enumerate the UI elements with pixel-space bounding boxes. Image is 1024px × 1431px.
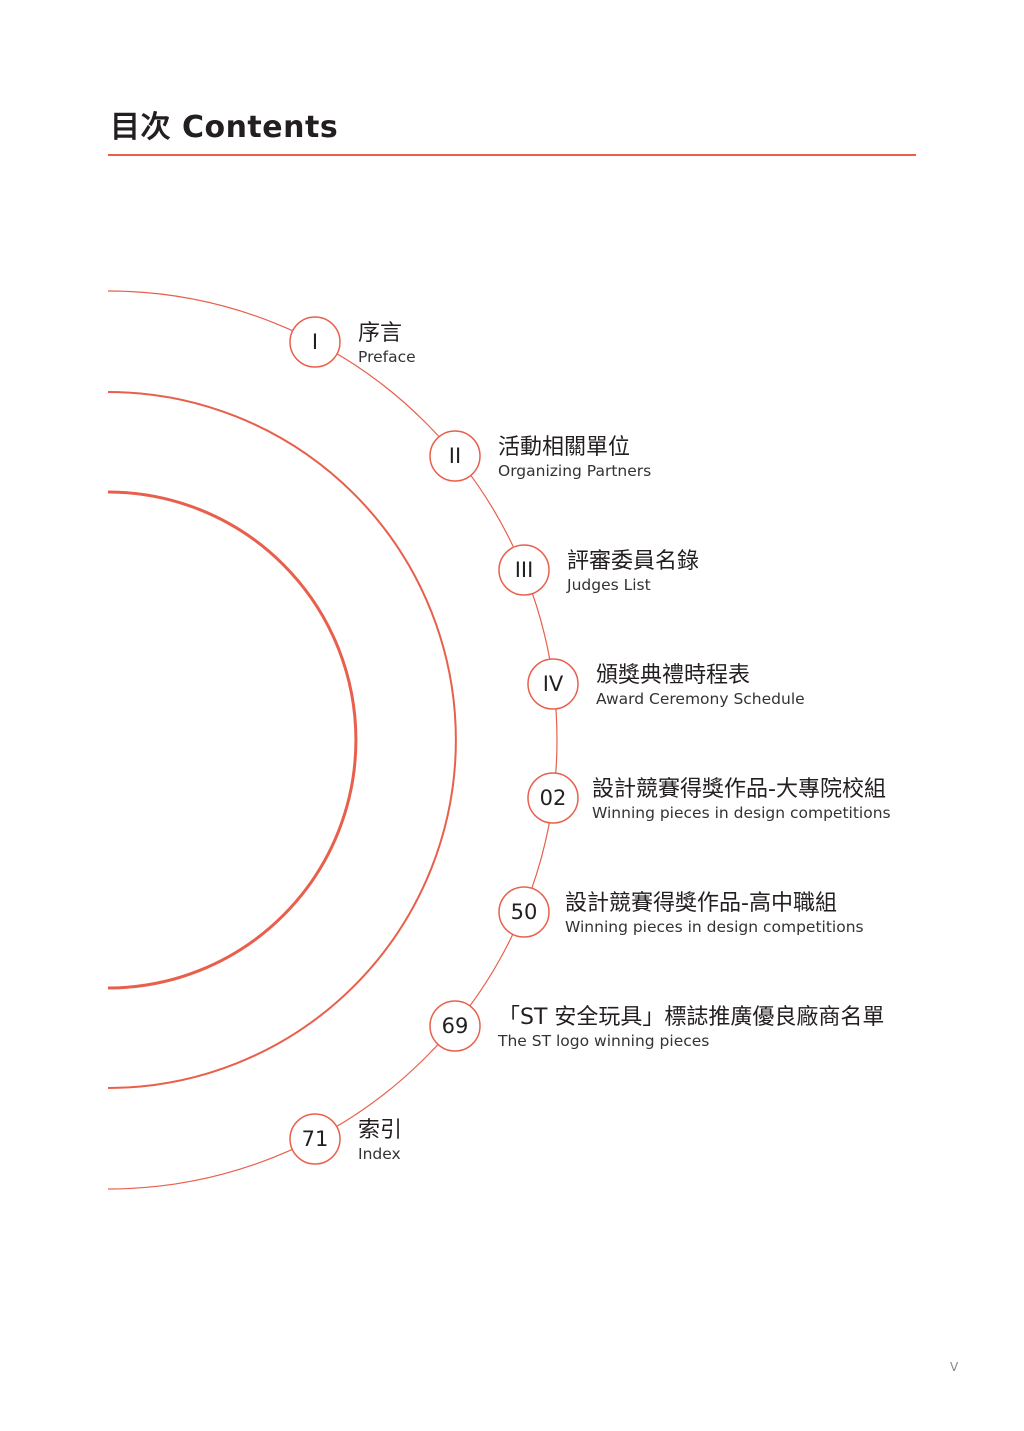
section-marker-circle bbox=[429, 430, 481, 482]
section-page-number: I bbox=[311, 330, 319, 354]
section-page-number: III bbox=[514, 558, 534, 582]
entry-title-en: The ST logo winning pieces bbox=[498, 1032, 710, 1050]
toc-entry[interactable]: 序言 Preface bbox=[358, 321, 416, 367]
page-title: 目次 Contents bbox=[110, 110, 339, 145]
entry-title-en: Preface bbox=[358, 348, 416, 366]
entry-title-en: Winning pieces in design competitions bbox=[565, 918, 864, 936]
section-page-number: 50 bbox=[510, 900, 538, 924]
section-marker-circle bbox=[498, 544, 550, 596]
section-page-number: II bbox=[448, 444, 462, 468]
section-marker-circle bbox=[289, 316, 341, 368]
toc-entry[interactable]: 設計競賽得獎作品-大專院校組 Winning pieces in design c… bbox=[592, 777, 891, 823]
entry-title-zh: 「ST 安全玩具」標誌推廣優良廠商名單 bbox=[498, 1005, 885, 1030]
section-page-number: 69 bbox=[441, 1014, 469, 1038]
entry-title-zh: 評審委員名錄 bbox=[567, 549, 700, 574]
section-page-number: IV bbox=[542, 672, 564, 696]
entry-title-zh: 設計競賽得獎作品-大專院校組 bbox=[592, 777, 886, 802]
entry-title-zh: 設計競賽得獎作品-高中職組 bbox=[565, 891, 837, 916]
title-divider bbox=[108, 154, 916, 156]
middle-arc bbox=[107, 391, 457, 1089]
entry-title-en: Organizing Partners bbox=[498, 462, 652, 480]
toc-entry[interactable]: 評審委員名錄 Judges List bbox=[567, 549, 699, 595]
entry-title-en: Award Ceremony Schedule bbox=[596, 690, 805, 708]
entry-title-en: Winning pieces in design competitions bbox=[592, 804, 891, 822]
section-page-number: 71 bbox=[301, 1127, 329, 1151]
toc-entry[interactable]: 「ST 安全玩具」標誌推廣優良廠商名單 The ST logo winning p… bbox=[498, 1005, 884, 1051]
entry-title-zh: 序言 bbox=[358, 321, 403, 346]
section-marker-circle bbox=[289, 1113, 341, 1165]
section-marker-circle bbox=[527, 772, 579, 824]
toc-entry[interactable]: 設計競賽得獎作品-高中職組 Winning pieces in design co… bbox=[565, 891, 864, 937]
section-marker-circle bbox=[429, 1000, 481, 1052]
entry-title-en: Index bbox=[358, 1145, 401, 1163]
toc-entry[interactable]: 頒獎典禮時程表 Award Ceremony Schedule bbox=[596, 663, 805, 709]
section-marker-circle bbox=[527, 658, 579, 710]
page-number: V bbox=[950, 1360, 959, 1374]
entry-title-zh: 索引 bbox=[358, 1118, 403, 1143]
section-marker-circle bbox=[498, 886, 550, 938]
entry-title-zh: 頒獎典禮時程表 bbox=[596, 663, 751, 688]
toc-entry[interactable]: 索引 Index bbox=[358, 1118, 402, 1164]
inner-arc bbox=[107, 490, 358, 990]
entry-title-en: Judges List bbox=[567, 576, 651, 594]
section-page-number: 02 bbox=[539, 786, 567, 810]
outer-arc bbox=[107, 290, 558, 1190]
entry-title-zh: 活動相關單位 bbox=[498, 435, 631, 460]
toc-entry[interactable]: 活動相關單位 Organizing Partners bbox=[498, 435, 651, 481]
